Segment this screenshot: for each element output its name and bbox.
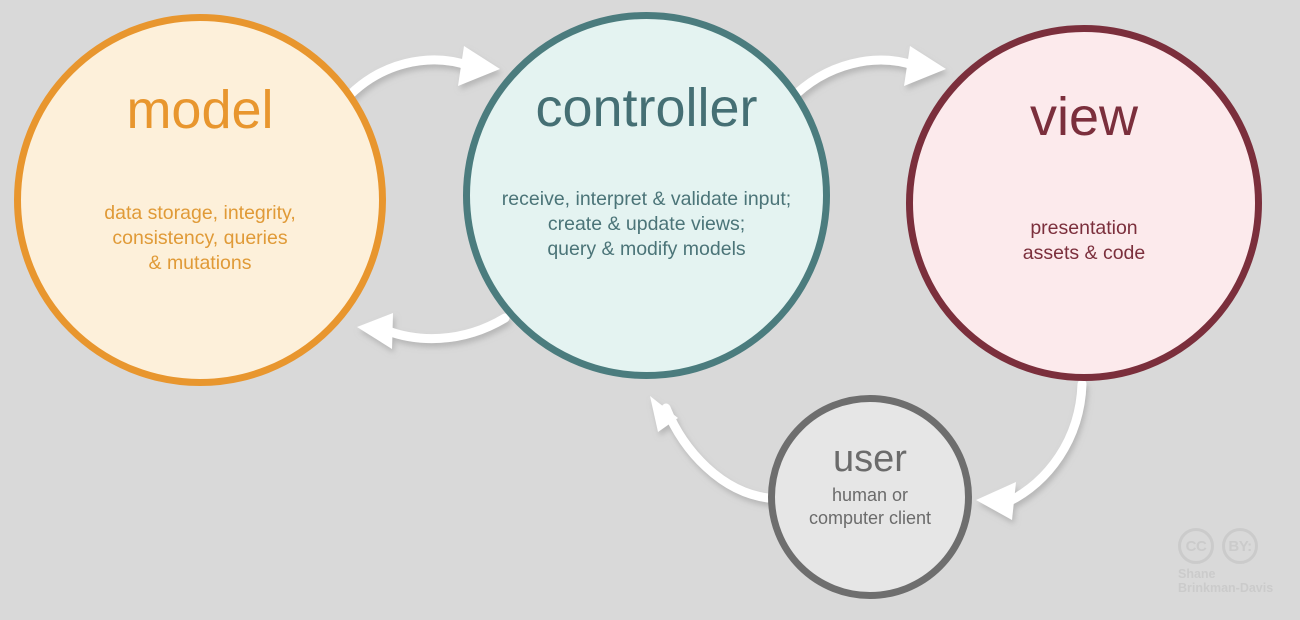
node-controller-title: controller (535, 78, 758, 138)
attribution-icon: BY: (1222, 528, 1258, 564)
node-controller[interactable]: controller receive, interpret & validate… (463, 12, 830, 379)
node-view-description: presentation assets & code (1022, 217, 1146, 264)
node-user[interactable]: user human or computer client (768, 395, 972, 599)
author-credit: Shane Brinkman-Davis (1178, 567, 1274, 595)
arrow-user-to-controller (650, 396, 773, 503)
cc-badge-icons: CC BY: (1178, 528, 1290, 564)
node-model-title: model (126, 80, 274, 140)
node-controller-description: receive, interpret & validate input; cre… (501, 188, 792, 260)
creative-commons-icon: CC (1178, 528, 1214, 564)
node-model[interactable]: model data storage, integrity, consisten… (14, 14, 386, 386)
arrow-controller-to-view (785, 46, 946, 105)
arrow-view-to-user (976, 379, 1087, 520)
node-model-description: data storage, integrity, consistency, qu… (104, 202, 296, 274)
creative-commons-badge: CC BY: Shane Brinkman-Davis (1178, 528, 1290, 608)
node-view-title: view (1029, 87, 1139, 147)
node-user-description: human or computer client (808, 485, 932, 529)
arrow-controller-to-model (357, 313, 510, 349)
node-view[interactable]: view presentation assets & code (906, 25, 1262, 381)
node-user-title: user (833, 438, 907, 480)
arrow-model-to-controller (340, 46, 500, 105)
